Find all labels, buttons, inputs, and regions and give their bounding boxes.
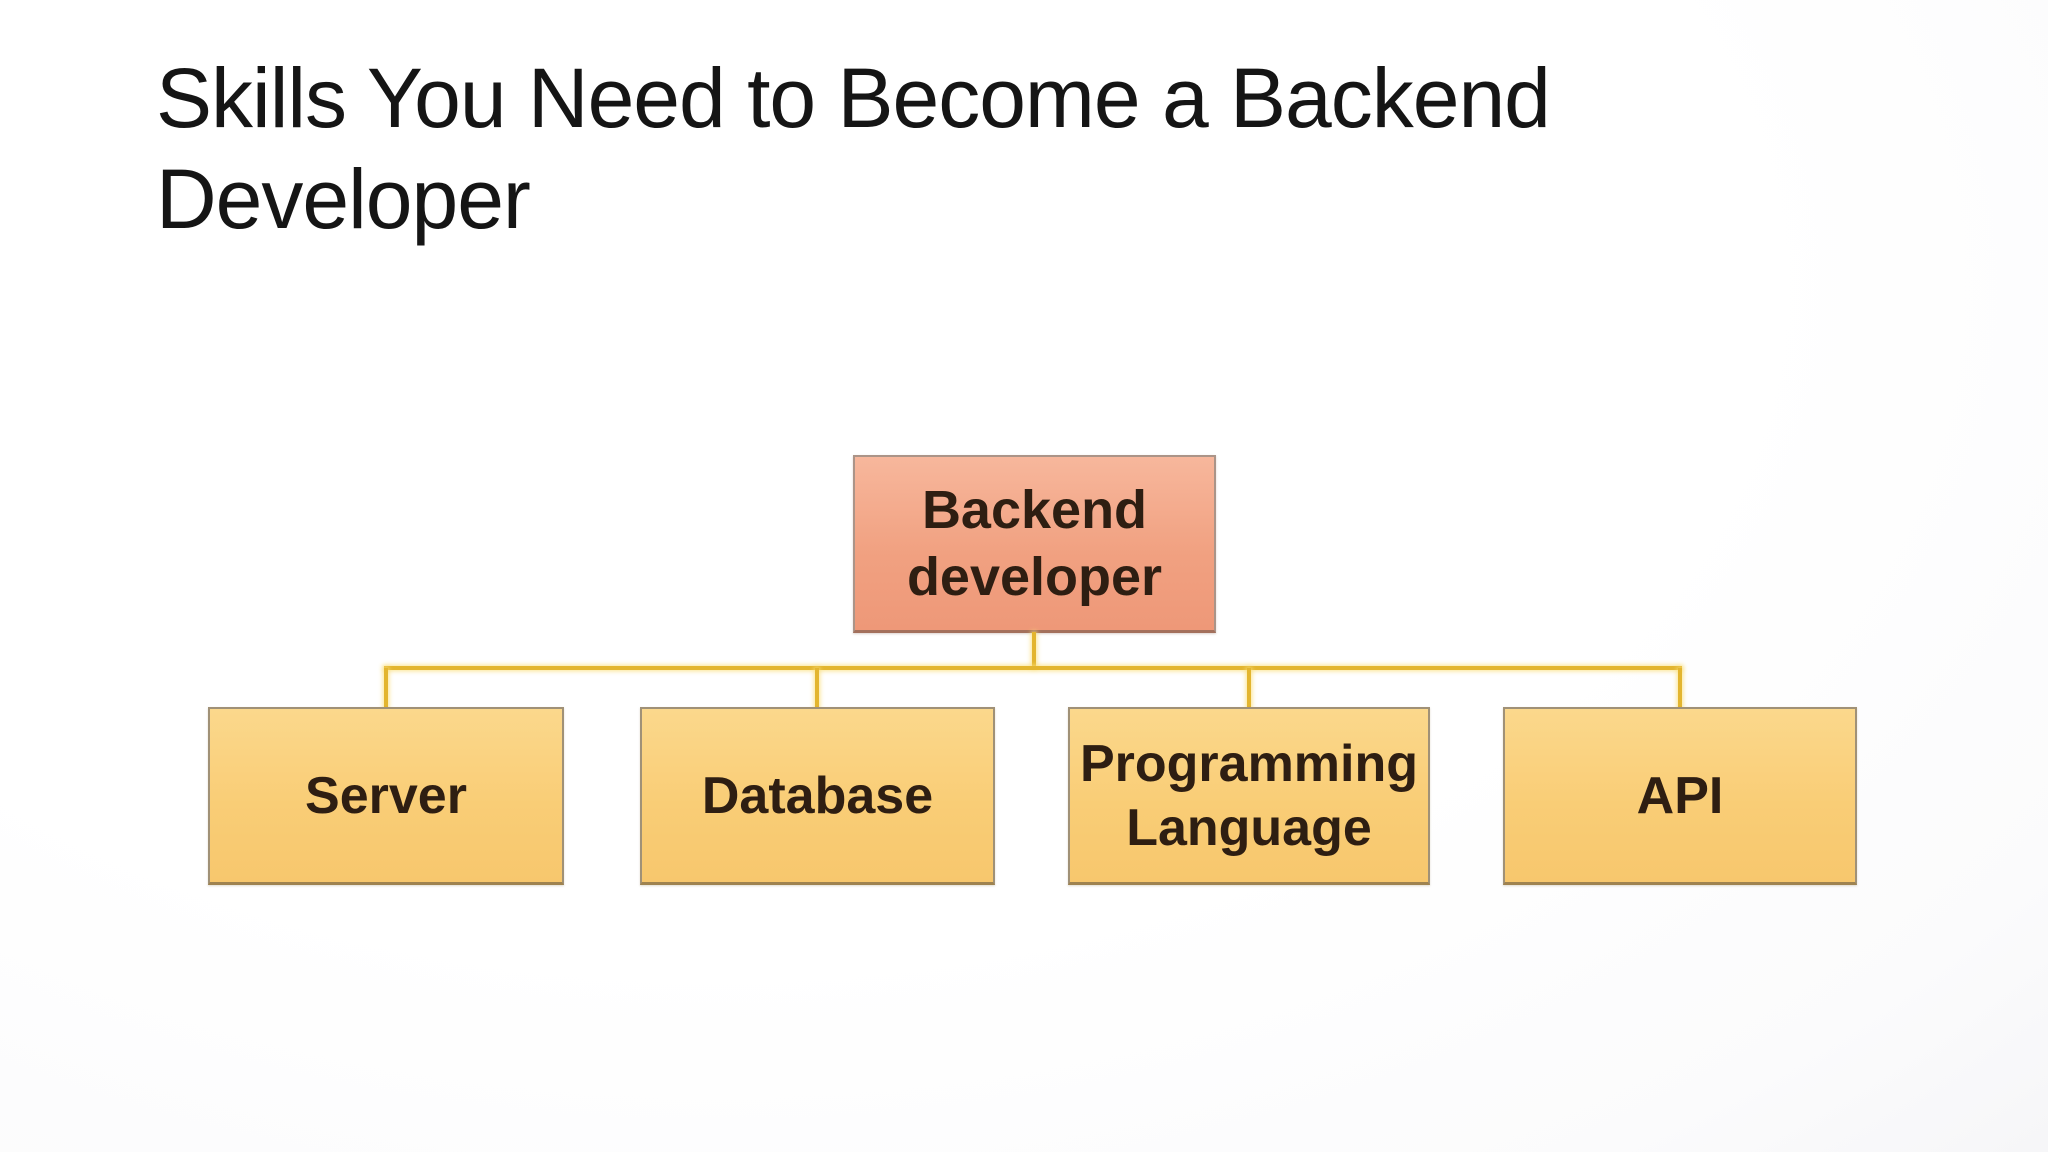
connector-drop-database: [815, 668, 819, 709]
node-server-label: Server: [305, 766, 467, 825]
node-programming-language: Programming Language: [1068, 707, 1430, 885]
node-api: API: [1503, 707, 1857, 885]
slide-title: Skills You Need to Become a Backend Deve…: [156, 48, 1716, 250]
node-database: Database: [640, 707, 995, 885]
connector-horizontal-rail: [384, 666, 1682, 670]
connector-drop-api: [1678, 668, 1682, 709]
node-database-label: Database: [701, 766, 934, 825]
node-programming-language-label: Programming Language: [1079, 734, 1419, 857]
node-backend-developer: Backend developer: [853, 455, 1216, 633]
slide-title-line-1: Skills You Need to Become a Backend: [156, 51, 1551, 145]
connector-root-stub: [1032, 632, 1036, 668]
slide-title-line-2: Developer: [156, 152, 531, 246]
connector-drop-server: [384, 668, 388, 709]
node-backend-developer-label: Backend developer: [906, 479, 1163, 607]
node-server: Server: [208, 707, 564, 885]
node-api-label: API: [1636, 766, 1724, 825]
connector-drop-programming-language: [1247, 668, 1251, 709]
